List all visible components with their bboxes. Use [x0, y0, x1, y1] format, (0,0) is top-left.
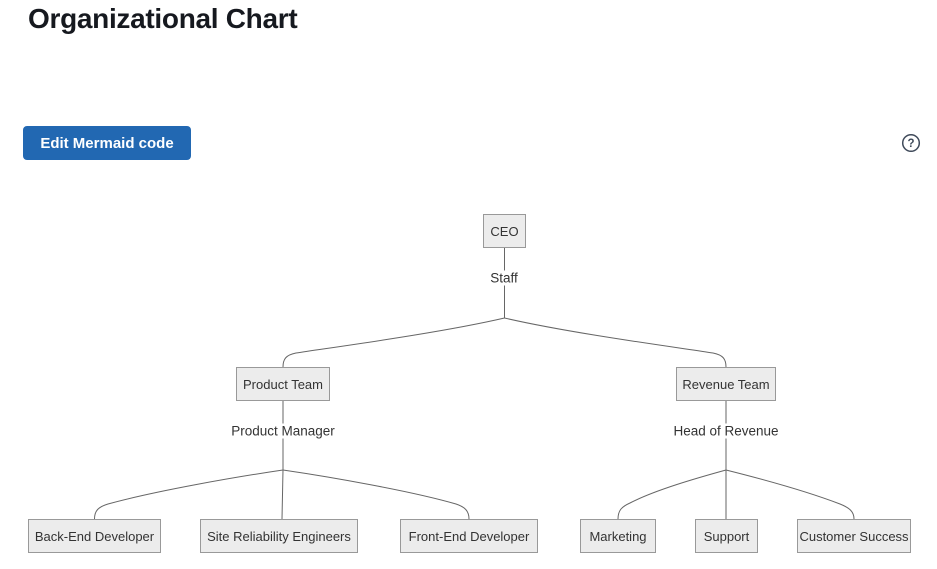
edge-revenue-to-customer-success	[725, 469, 855, 520]
edge-ceo-to-revenue-team	[504, 317, 727, 368]
edge-product-to-frontend	[282, 469, 470, 520]
node-site-reliability-engineers[interactable]: Site Reliability Engineers	[200, 519, 358, 553]
edge-label-head-of-revenue: Head of Revenue	[669, 423, 783, 439]
edit-mermaid-code-button[interactable]: Edit Mermaid code	[23, 126, 191, 160]
edge-label-product-manager: Product Manager	[227, 423, 339, 439]
node-support[interactable]: Support	[695, 519, 758, 553]
node-revenue-team[interactable]: Revenue Team	[676, 367, 776, 401]
help-icon[interactable]: ?	[901, 133, 921, 153]
edge-product-to-sre	[281, 469, 284, 520]
node-ceo[interactable]: CEO	[483, 214, 526, 248]
edge-product-to-backend	[94, 469, 284, 520]
page-title: Organizational Chart	[28, 3, 298, 34]
node-back-end-developer[interactable]: Back-End Developer	[28, 519, 161, 553]
svg-text:?: ?	[907, 138, 914, 150]
question-mark-circle-icon: ?	[901, 133, 921, 153]
edge-revenue-to-marketing	[617, 469, 727, 520]
node-front-end-developer[interactable]: Front-End Developer	[400, 519, 538, 553]
edge-label-staff: Staff	[486, 270, 522, 286]
node-product-team[interactable]: Product Team	[236, 367, 330, 401]
node-customer-success[interactable]: Customer Success	[797, 519, 911, 553]
node-marketing[interactable]: Marketing	[580, 519, 656, 553]
edge-ceo-to-product-team	[282, 317, 505, 368]
